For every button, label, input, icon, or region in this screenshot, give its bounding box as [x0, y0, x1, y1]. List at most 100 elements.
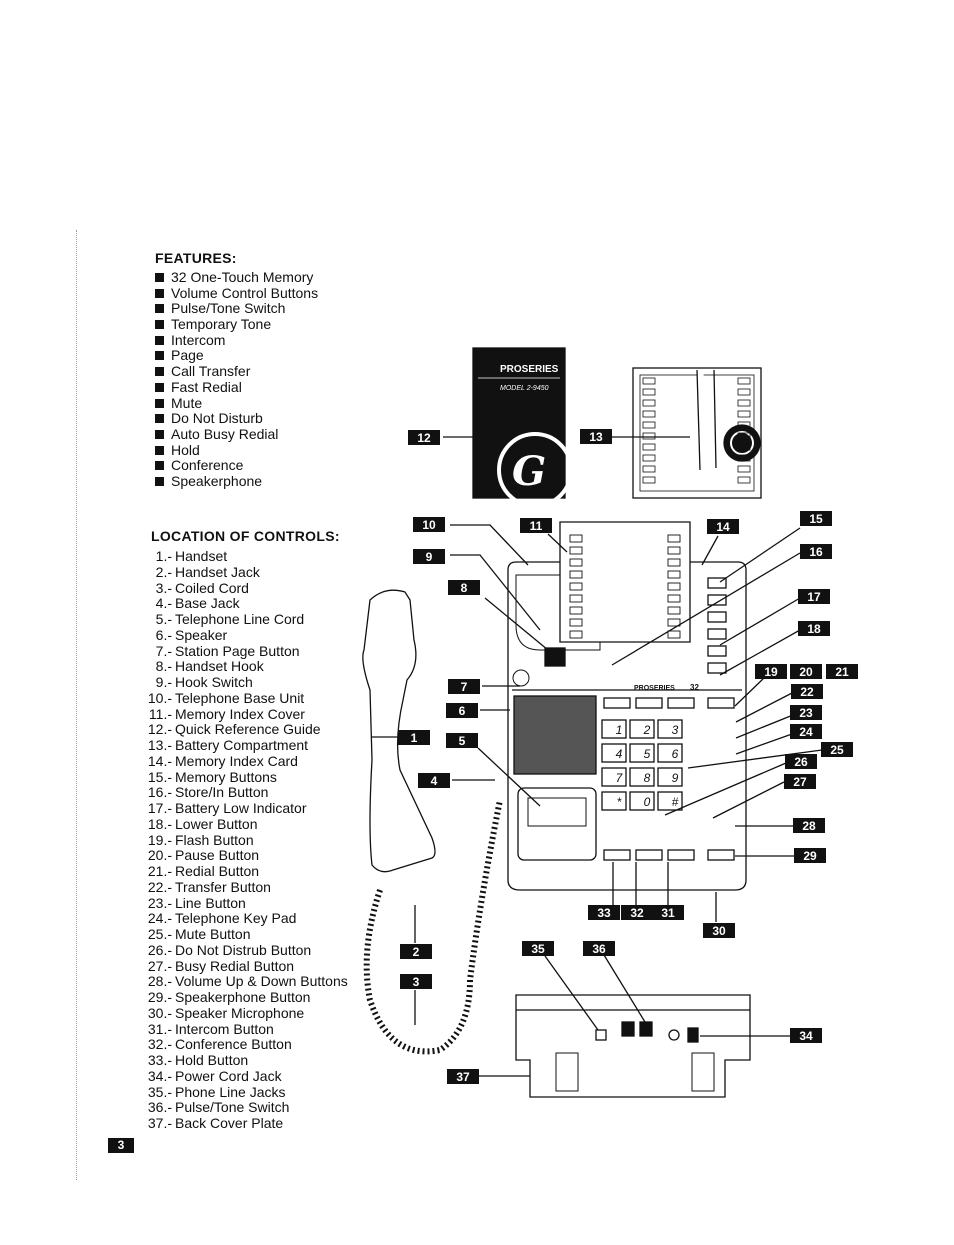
control-label: Phone Line Jacks — [175, 1083, 286, 1100]
feature-label: Conference — [171, 457, 244, 474]
control-label: Handset — [175, 548, 228, 564]
control-number: 20.- — [147, 847, 172, 864]
memory-button — [707, 611, 727, 623]
feature-label: Speakerphone — [171, 472, 263, 489]
bullet-square-icon — [155, 273, 164, 282]
control-label: Line Button — [175, 894, 246, 911]
memory-button — [707, 645, 727, 657]
callout-35: 35 — [522, 941, 554, 956]
memory-button — [667, 558, 681, 567]
control-item: 22.-Transfer Button — [142, 879, 348, 896]
control-item: 31.-Intercom Button — [142, 1020, 348, 1038]
control-label: Handset Jack — [175, 563, 260, 580]
keypad-label: 7 — [616, 771, 624, 785]
control-label: Telephone Line Cord — [175, 611, 305, 627]
memory-button — [569, 534, 583, 543]
callout-17: 17 — [798, 589, 830, 604]
svg-text:19: 19 — [764, 665, 778, 679]
control-label: Speaker — [175, 626, 228, 643]
card-slot — [737, 476, 751, 484]
control-label: Battery Compartment — [175, 737, 309, 753]
callout-6: 6 — [446, 703, 478, 718]
control-item: 7.-Station Page Button — [142, 642, 348, 660]
card-slot — [642, 377, 656, 385]
keypad-label: 9 — [672, 771, 679, 785]
memory-button — [667, 606, 681, 615]
quick-reference-guide — [472, 347, 566, 499]
card-slot — [642, 432, 656, 440]
control-item: 35.-Phone Line Jacks — [142, 1083, 348, 1101]
control-label: Back Cover Plate — [175, 1115, 284, 1131]
svg-text:29: 29 — [803, 849, 817, 863]
callout-15: 15 — [800, 511, 832, 526]
control-label: Station Page Button — [175, 642, 300, 659]
callout-2: 2 — [400, 944, 432, 959]
callout-24: 24 — [790, 724, 822, 739]
control-number: 6.- — [155, 626, 172, 643]
control-label: Quick Reference Guide — [175, 721, 321, 738]
card-slot — [642, 443, 656, 451]
card-slot — [737, 454, 751, 462]
callout-14: 14 — [707, 519, 739, 534]
control-number: 28.- — [147, 973, 172, 990]
control-label: Hold Button — [175, 1052, 249, 1068]
card-slot — [737, 432, 751, 440]
control-label: Mute Button — [175, 926, 251, 942]
svg-text:25: 25 — [830, 743, 844, 757]
control-label: Base Jack — [175, 595, 240, 612]
control-number: 36.- — [147, 1099, 172, 1116]
phone-brand: PROSERIES — [634, 685, 675, 692]
control-number: 10.- — [147, 689, 172, 706]
feature-label: Page — [171, 347, 204, 364]
control-item: 28.-Volume Up & Down Buttons — [142, 973, 348, 990]
control-number: 15.- — [147, 768, 172, 785]
feature-item: Auto Busy Redial — [155, 426, 318, 443]
svg-text:36: 36 — [592, 942, 606, 956]
back-cover-plate — [515, 994, 751, 1098]
svg-text:2: 2 — [413, 945, 420, 959]
control-number: 35.- — [147, 1083, 172, 1100]
control-number: 9.- — [155, 674, 172, 690]
bullet-square-icon — [155, 288, 164, 298]
callout-19: 19 — [755, 664, 787, 679]
feature-label: Hold — [171, 441, 200, 458]
page-number: 3 — [108, 1138, 134, 1153]
control-item: 10.-Telephone Base Unit — [142, 689, 348, 707]
function-button — [603, 697, 631, 709]
callout-25: 25 — [821, 742, 853, 757]
card-slot — [737, 421, 751, 429]
control-label: Memory Buttons — [175, 768, 277, 785]
memory-button — [667, 630, 681, 639]
control-number: 32.- — [147, 1036, 172, 1053]
svg-text:15: 15 — [809, 512, 823, 526]
control-item: 33.-Hold Button — [142, 1052, 348, 1069]
control-item: 25.-Mute Button — [142, 926, 348, 943]
svg-text:30: 30 — [712, 924, 726, 938]
memory-button — [569, 582, 583, 591]
control-item: 19.-Flash Button — [142, 832, 348, 849]
speaker-grille — [513, 695, 597, 775]
card-slot — [737, 443, 751, 451]
svg-text:37: 37 — [456, 1070, 470, 1084]
card-slot — [737, 399, 751, 407]
control-number: 1.- — [155, 548, 172, 564]
control-number: 24.- — [147, 910, 172, 927]
feature-label: Mute — [171, 394, 203, 411]
memory-button — [569, 594, 583, 603]
callout-31: 31 — [652, 905, 684, 920]
memory-button — [707, 662, 727, 674]
control-item: 15.-Memory Buttons — [142, 768, 348, 786]
control-item: 8.-Handset Hook — [142, 658, 348, 675]
svg-text:13: 13 — [589, 430, 603, 444]
feature-label: Intercom — [171, 331, 226, 348]
control-number: 31.- — [147, 1020, 172, 1037]
guide-brand: PROSERIES — [500, 364, 559, 375]
control-item: 18.-Lower Button — [142, 816, 348, 833]
function-button — [603, 849, 631, 861]
control-number: 33.- — [147, 1052, 172, 1068]
bullet-square-icon — [155, 320, 164, 330]
coiled-cord — [363, 799, 503, 1055]
feature-label: Do Not Disturb — [171, 410, 263, 427]
control-item: 2.-Handset Jack — [142, 563, 348, 581]
